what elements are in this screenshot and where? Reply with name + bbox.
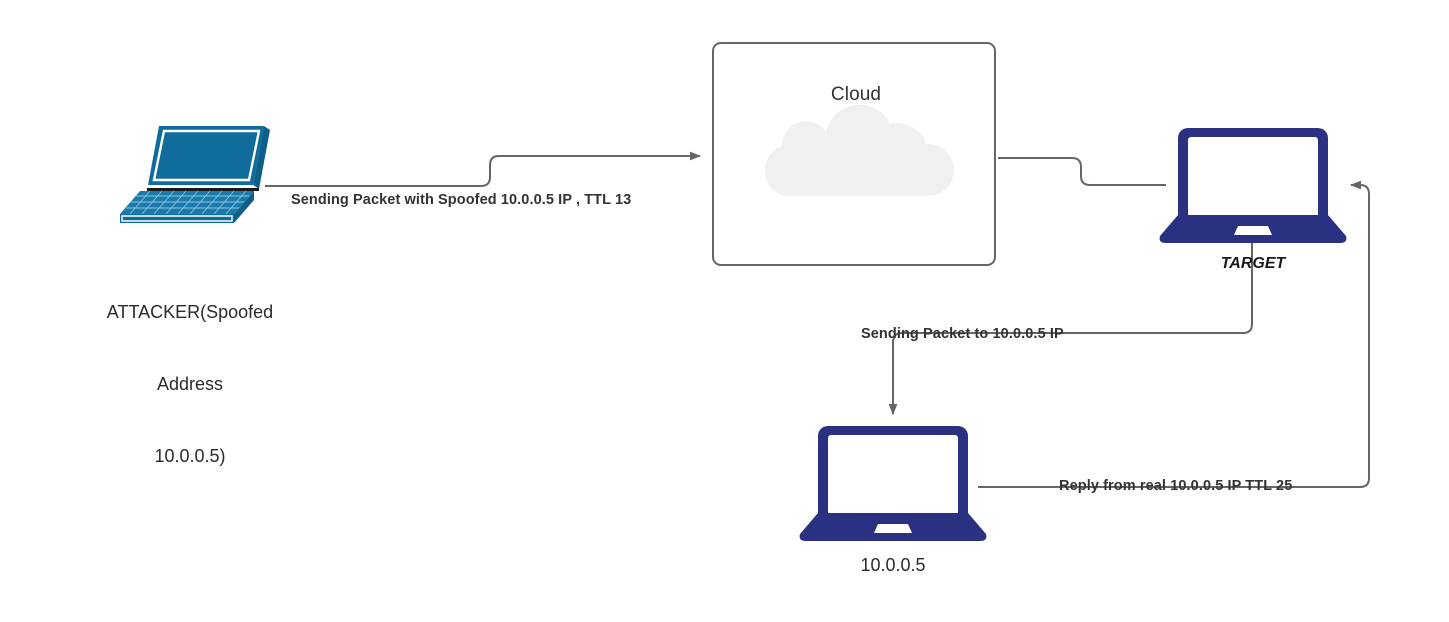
attacker-caption-line-1: ATTACKER(Spoofed	[106, 302, 274, 322]
cloud-box[interactable]: Cloud	[712, 42, 996, 266]
target-node[interactable]	[1155, 126, 1351, 245]
attacker-caption-line-2: Address	[156, 374, 224, 394]
cloud-icon	[760, 100, 956, 204]
victim-node[interactable]	[795, 424, 991, 546]
connector-cloud-to-target	[998, 157, 1166, 186]
laptop-front-icon	[1159, 128, 1347, 243]
edge-label-victim-to-target: Reply from real 10.0.0.5 IP TTL 25	[1059, 478, 1293, 494]
edge-label-target-to-victim: Sending Packet to 10.0.0.5 IP	[861, 326, 1064, 342]
edge-label-attacker-to-cloud: Sending Packet with Spoofed 10.0.0.5 IP …	[291, 192, 632, 208]
attacker-node[interactable]	[112, 122, 278, 226]
attacker-caption-line-3: 10.0.0.5)	[154, 446, 226, 466]
attacker-caption: ATTACKER(Spoofed Address 10.0.0.5)	[58, 252, 322, 516]
target-caption: TARGET	[1220, 255, 1286, 272]
cloud-label: Cloud	[830, 84, 882, 105]
connector-attacker-to-cloud	[265, 151, 701, 187]
laptop-front-icon	[799, 426, 987, 541]
victim-caption: 10.0.0.5	[860, 555, 926, 575]
laptop-isometric-icon	[120, 126, 270, 223]
